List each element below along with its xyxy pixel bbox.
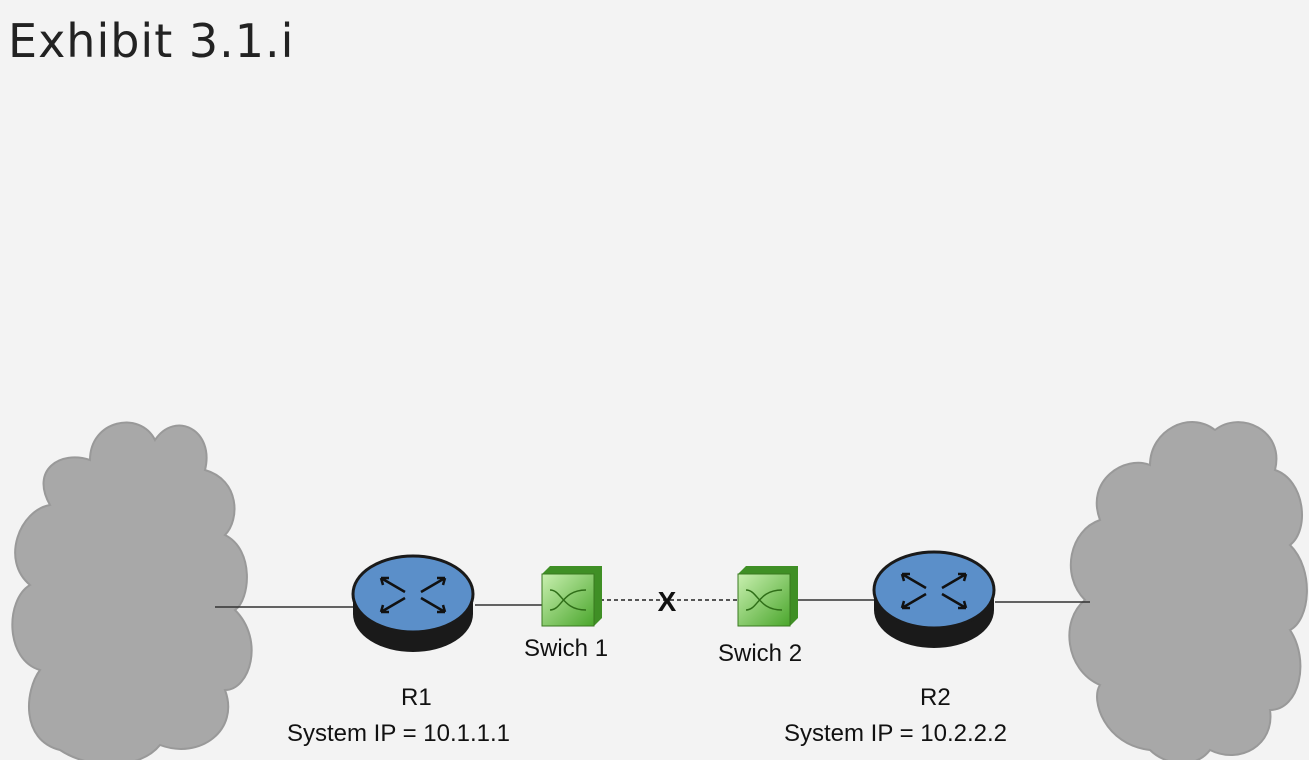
switch-2-icon: [737, 566, 798, 627]
right-cloud-icon: [1068, 421, 1308, 760]
r2-system-ip: System IP = 10.2.2.2: [784, 720, 1008, 747]
router-r1-icon: [351, 554, 475, 652]
router-r2-icon: [872, 550, 996, 648]
r2-label: R2: [920, 684, 951, 711]
switch-1-icon: [541, 566, 602, 627]
r1-label: R1: [401, 684, 432, 711]
switch-2-label: Swich 2: [718, 640, 803, 667]
switch-1-label: Swich 1: [524, 635, 609, 662]
r1-system-ip: System IP = 10.1.1.1: [287, 720, 511, 747]
link-break-marker: X: [658, 586, 677, 617]
left-cloud-icon: [11, 421, 253, 760]
exhibit-title: Exhibit 3.1.i: [8, 14, 295, 68]
